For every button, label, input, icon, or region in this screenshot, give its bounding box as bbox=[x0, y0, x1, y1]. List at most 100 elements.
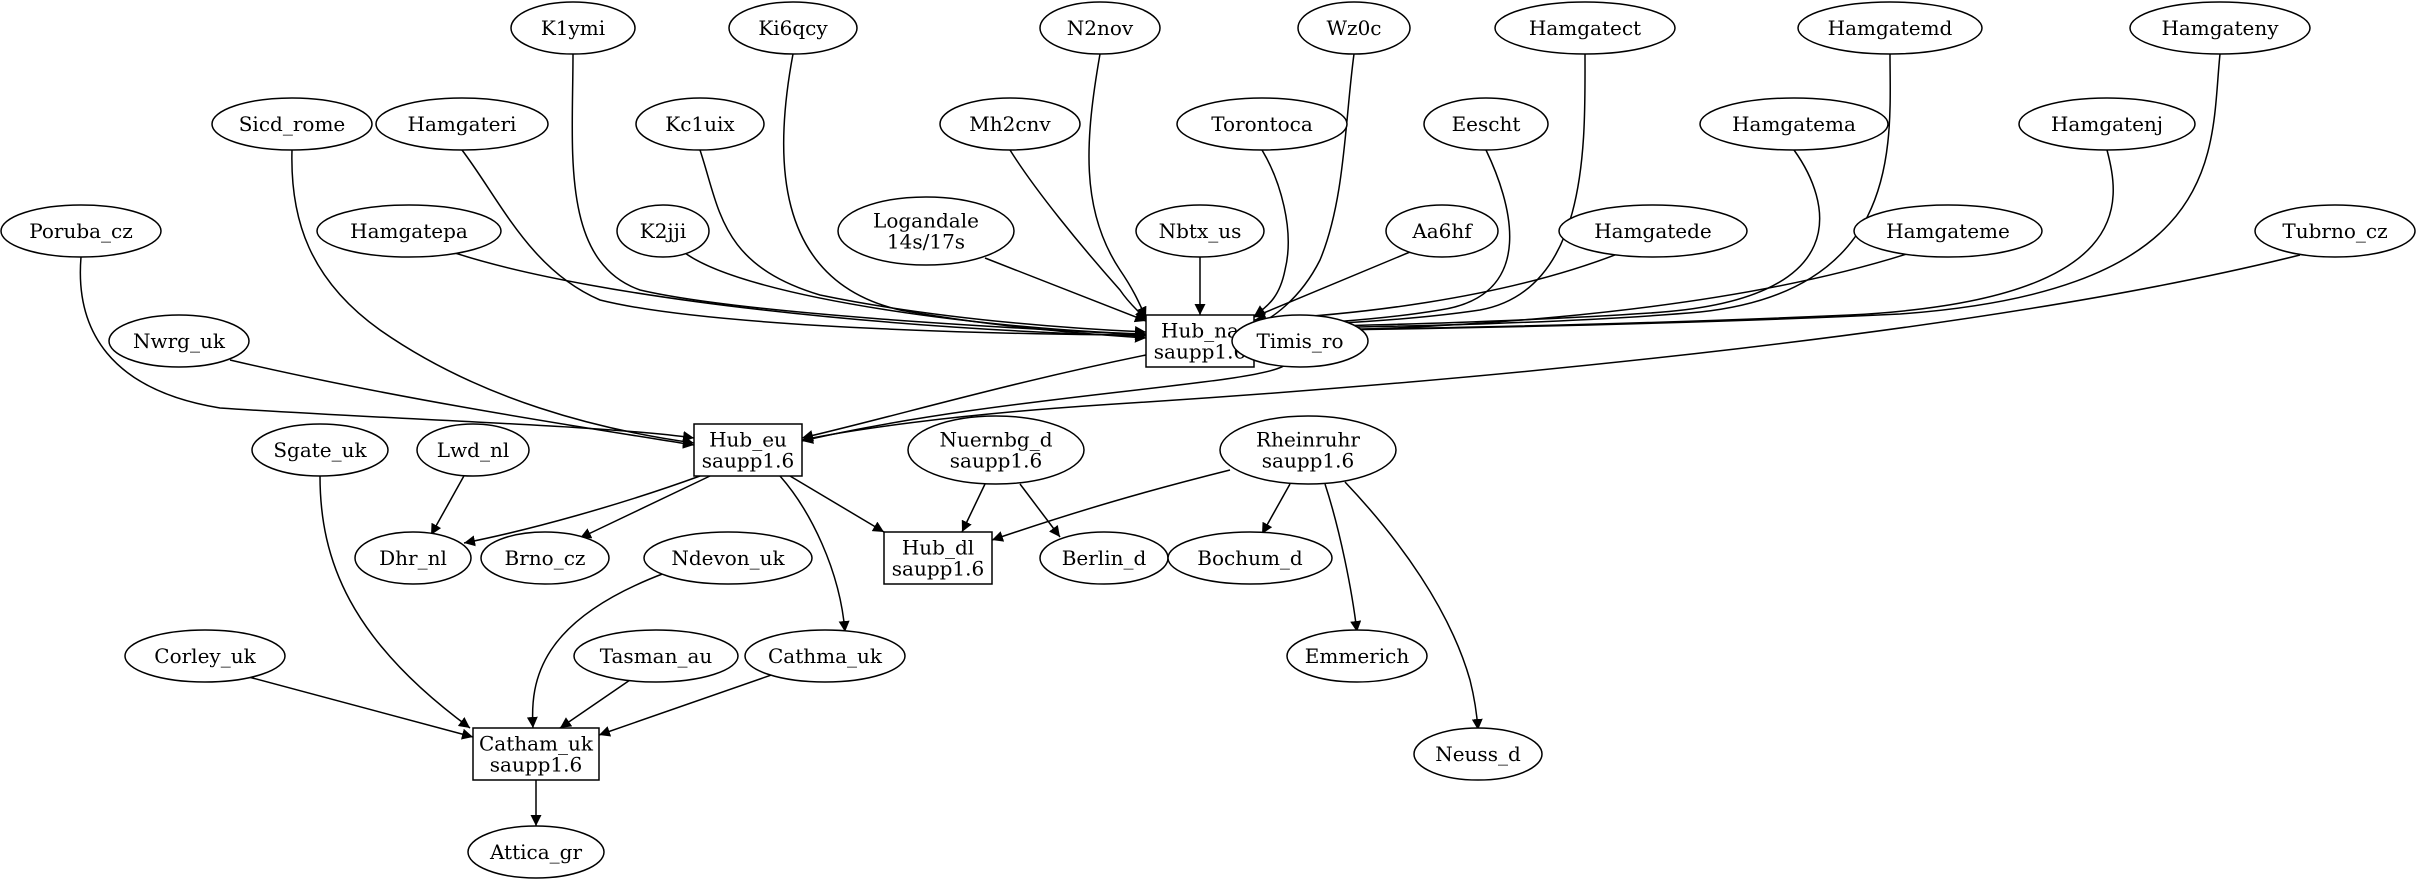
node-ellipse bbox=[1167, 531, 1333, 585]
edge-hub_eu-to-hub_dl bbox=[789, 475, 885, 533]
node-hamgatemd[interactable]: Hamgatemd bbox=[1797, 1, 1983, 55]
node-label: saupp1.6 bbox=[702, 449, 794, 473]
node-timis_ro[interactable]: Timis_ro bbox=[1231, 314, 1369, 368]
node-hamgateri[interactable]: Hamgateri bbox=[375, 97, 549, 151]
edge-hub_eu-to-brno_cz bbox=[579, 475, 711, 539]
node-kc1uix[interactable]: Kc1uix bbox=[635, 97, 765, 151]
node-poruba_cz[interactable]: Poruba_cz bbox=[0, 204, 162, 258]
node-label: Timis_ro bbox=[1257, 329, 1344, 353]
node-nwrg_uk[interactable]: Nwrg_uk bbox=[108, 314, 250, 368]
node-ellipse bbox=[1219, 415, 1397, 485]
node-attica_gr[interactable]: Attica_gr bbox=[467, 825, 605, 879]
node-ellipse bbox=[939, 97, 1081, 151]
node-label: Nuernbg_d bbox=[939, 428, 1052, 452]
node-ellipse bbox=[1423, 97, 1549, 151]
node-ellipse bbox=[510, 1, 636, 55]
edge-nuernbg_d-to-berlin_d bbox=[1019, 483, 1061, 538]
node-ellipse bbox=[354, 531, 472, 585]
node-hamgatede[interactable]: Hamgatede bbox=[1558, 204, 1748, 258]
node-label: saupp1.6 bbox=[1262, 449, 1354, 473]
node-label: Rheinruhr bbox=[1256, 428, 1360, 452]
node-label: Bochum_d bbox=[1197, 546, 1303, 570]
node-label: Tubrno_cz bbox=[2282, 219, 2387, 243]
edge-tubrno_cz-to-hub_eu bbox=[801, 254, 2301, 444]
node-ellipse bbox=[837, 196, 1015, 266]
node-label: Logandale bbox=[873, 209, 979, 233]
node-label: Wz0c bbox=[1326, 16, 1381, 40]
node-k1ymi[interactable]: K1ymi bbox=[510, 1, 636, 55]
node-ellipse bbox=[2018, 97, 2196, 151]
node-label: Hub_eu bbox=[709, 428, 787, 452]
node-ellipse bbox=[467, 825, 605, 879]
node-lwd_nl[interactable]: Lwd_nl bbox=[416, 423, 530, 477]
node-label: K2jji bbox=[640, 219, 686, 243]
edge-hamgateri-to-hub_na bbox=[461, 149, 1147, 341]
node-nbtx_us[interactable]: Nbtx_us bbox=[1135, 204, 1265, 258]
node-mh2cnv[interactable]: Mh2cnv bbox=[939, 97, 1081, 151]
node-ellipse bbox=[635, 97, 765, 151]
node-n2nov[interactable]: N2nov bbox=[1039, 1, 1161, 55]
node-ellipse bbox=[2254, 204, 2416, 258]
node-label: Berlin_d bbox=[1062, 546, 1147, 570]
edge-hub_eu-to-dhr_nl bbox=[463, 475, 701, 547]
node-hamgatema[interactable]: Hamgatema bbox=[1699, 97, 1889, 151]
node-eescht[interactable]: Eescht bbox=[1423, 97, 1549, 151]
node-label: Hamgatemd bbox=[1828, 16, 1953, 40]
node-bochum_d[interactable]: Bochum_d bbox=[1167, 531, 1333, 585]
node-aa6hf[interactable]: Aa6hf bbox=[1385, 204, 1499, 258]
edge-hamgatemd-to-hub_na bbox=[1253, 53, 1891, 335]
node-brno_cz[interactable]: Brno_cz bbox=[480, 531, 610, 585]
node-ellipse bbox=[108, 314, 250, 368]
edge-logandale-to-hub_na bbox=[984, 257, 1147, 323]
edge-sicd_rome-to-hub_eu bbox=[291, 149, 695, 447]
node-cathma_uk[interactable]: Cathma_uk bbox=[744, 629, 906, 683]
node-hamgateny[interactable]: Hamgateny bbox=[2129, 1, 2311, 55]
node-label: Hamgateme bbox=[1886, 219, 2010, 243]
node-tubrno_cz[interactable]: Tubrno_cz bbox=[2254, 204, 2416, 258]
node-hamgatenj[interactable]: Hamgatenj bbox=[2018, 97, 2196, 151]
node-label: Sgate_uk bbox=[273, 438, 367, 462]
node-ellipse bbox=[1176, 97, 1348, 151]
node-wz0c[interactable]: Wz0c bbox=[1297, 1, 1411, 55]
edge-rheinruhr-to-hub_dl bbox=[991, 469, 1231, 542]
node-sicd_rome[interactable]: Sicd_rome bbox=[211, 97, 373, 151]
node-ellipse bbox=[643, 531, 813, 585]
node-label: K1ymi bbox=[541, 16, 605, 40]
edge-cathma_uk-to-catham_uk bbox=[598, 671, 781, 737]
node-k2jji[interactable]: K2jji bbox=[616, 204, 710, 258]
node-ellipse bbox=[1558, 204, 1748, 258]
node-ellipse bbox=[251, 423, 389, 477]
node-ellipse bbox=[728, 1, 858, 55]
edge-torontoca-to-hub_na bbox=[1253, 149, 1289, 317]
edge-hamgatepa-to-hub_na bbox=[454, 252, 1147, 342]
node-label: Cathma_uk bbox=[768, 644, 883, 668]
node-emmerich[interactable]: Emmerich bbox=[1286, 629, 1428, 683]
node-ndevon_uk[interactable]: Ndevon_uk bbox=[643, 531, 813, 585]
node-ki6qcy[interactable]: Ki6qcy bbox=[728, 1, 858, 55]
node-box bbox=[472, 727, 600, 781]
node-label: Hamgateny bbox=[2161, 16, 2279, 40]
edge-sgate_uk-to-catham_uk bbox=[319, 475, 471, 729]
node-hamgatect[interactable]: Hamgatect bbox=[1494, 1, 1676, 55]
node-corley_uk[interactable]: Corley_uk bbox=[124, 629, 286, 683]
node-label: Hub_dl bbox=[902, 536, 974, 560]
node-hamgatepa[interactable]: Hamgatepa bbox=[316, 204, 502, 258]
node-sgate_uk[interactable]: Sgate_uk bbox=[251, 423, 389, 477]
node-neuss_d[interactable]: Neuss_d bbox=[1413, 727, 1543, 781]
node-berlin_d[interactable]: Berlin_d bbox=[1039, 531, 1169, 585]
node-ellipse bbox=[416, 423, 530, 477]
node-label: Hamgatema bbox=[1732, 112, 1856, 136]
node-ellipse bbox=[480, 531, 610, 585]
node-hamgateme[interactable]: Hamgateme bbox=[1853, 204, 2043, 258]
node-tasman_au[interactable]: Tasman_au bbox=[573, 629, 739, 683]
node-torontoca[interactable]: Torontoca bbox=[1176, 97, 1348, 151]
node-dhr_nl[interactable]: Dhr_nl bbox=[354, 531, 472, 585]
